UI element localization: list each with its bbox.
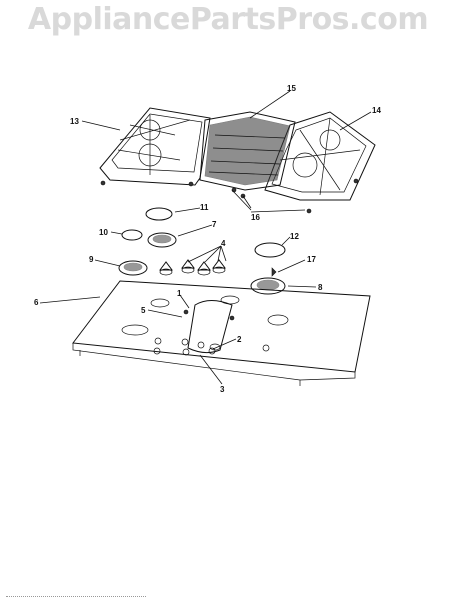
callout-11: 11 [200,203,209,212]
callout-16: 16 [251,213,260,222]
callout-17: 17 [307,255,316,264]
callout-12: 12 [290,232,299,241]
burner-parts [118,207,286,295]
callout-2: 2 [237,335,242,344]
callout-6: 6 [34,298,39,307]
leader-lines [39,90,372,385]
callout-13: 13 [70,117,79,126]
callout-15: 15 [287,84,296,93]
watermark-text: AppliancePartsPros.com [27,2,429,37]
callout-3: 3 [220,385,225,394]
callout-4: 4 [221,239,226,248]
callout-7: 7 [212,220,217,229]
callout-1: 1 [177,289,182,298]
callout-5: 5 [141,306,146,315]
grates-assembly [99,107,376,214]
cooktop-base [72,280,371,386]
callout-10: 10 [99,228,108,237]
callout-8: 8 [318,283,323,292]
callout-9: 9 [89,255,94,264]
callout-labels: 13 15 14 16 11 7 10 12 4 17 9 8 6 1 5 2 … [34,84,381,394]
footer-rule [6,594,146,597]
callout-14: 14 [372,106,381,115]
